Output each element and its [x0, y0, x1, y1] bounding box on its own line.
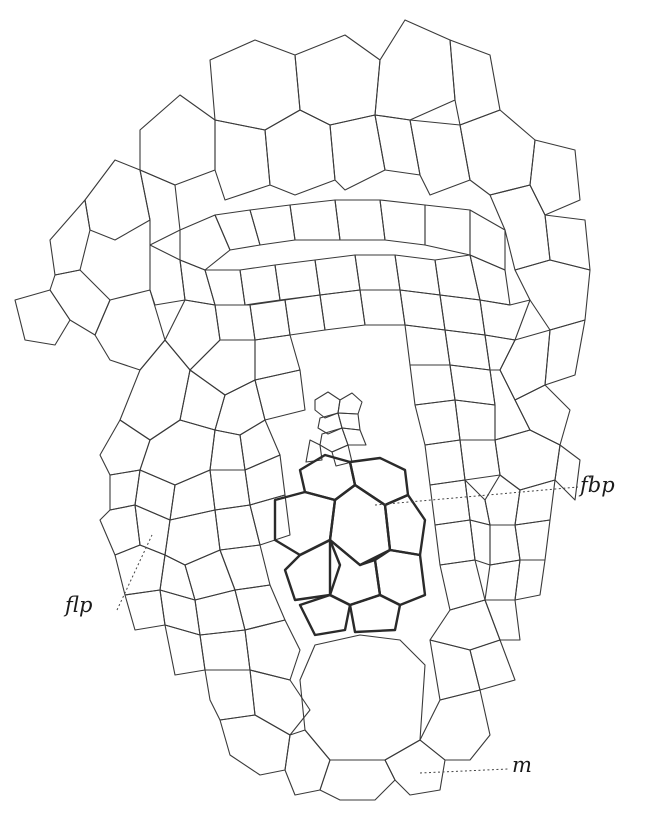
- m-leader-line: [420, 769, 508, 773]
- label-fbp: fbp: [578, 473, 615, 497]
- label-flp: flp: [63, 593, 92, 617]
- label-m: m: [512, 753, 532, 777]
- outer-parenchyma: [15, 20, 590, 475]
- small-parenchyma: [100, 200, 580, 735]
- flp-leader-line: [117, 535, 152, 610]
- xylem-vessels: [275, 455, 425, 635]
- phloem-cluster: [306, 392, 366, 466]
- lower-cells: [220, 635, 490, 800]
